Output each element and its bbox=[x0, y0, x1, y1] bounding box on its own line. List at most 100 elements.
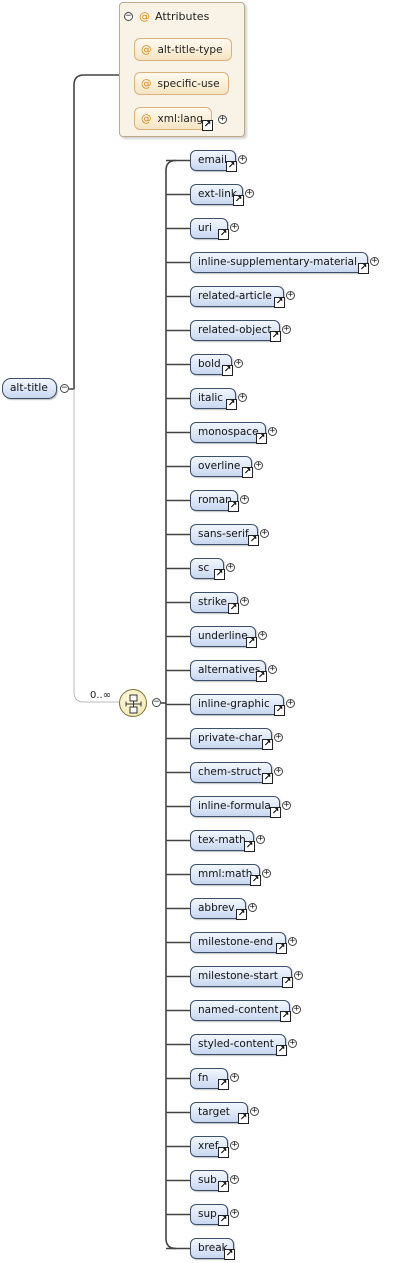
expand-icon[interactable]: + bbox=[254, 460, 263, 470]
element-related-object[interactable]: related-object↗ bbox=[190, 320, 281, 342]
element-sans-serif[interactable]: sans-serif↗ bbox=[190, 524, 259, 546]
expand-icon[interactable]: + bbox=[238, 154, 247, 164]
expand-icon[interactable]: + bbox=[250, 1106, 259, 1116]
element-sub[interactable]: sub↗ bbox=[190, 1170, 229, 1192]
reference-arrow-icon: ↗ bbox=[280, 1011, 291, 1022]
element-mml-math[interactable]: mml:math↗ bbox=[190, 864, 261, 886]
expand-icon[interactable]: + bbox=[282, 324, 291, 334]
reference-arrow-icon: ↗ bbox=[250, 875, 261, 886]
element-bold[interactable]: bold↗ bbox=[190, 354, 233, 376]
element-ext-link[interactable]: ext-link↗ bbox=[190, 184, 244, 206]
element-italic[interactable]: italic↗ bbox=[190, 388, 237, 410]
expand-icon[interactable]: + bbox=[238, 392, 247, 402]
expand-icon[interactable]: + bbox=[274, 732, 283, 742]
element-related-article[interactable]: related-article↗ bbox=[190, 286, 285, 308]
expand-icon[interactable]: + bbox=[240, 596, 249, 606]
element-underline[interactable]: underline↗ bbox=[190, 626, 257, 648]
root-collapse-icon[interactable]: − bbox=[60, 383, 69, 393]
expand-icon[interactable]: + bbox=[274, 766, 283, 776]
expand-icon[interactable]: + bbox=[230, 1208, 239, 1218]
reference-arrow-icon: ↗ bbox=[238, 1113, 249, 1124]
element-chem-struct[interactable]: chem-struct↗ bbox=[190, 762, 273, 784]
expand-icon[interactable]: + bbox=[258, 630, 267, 640]
root-to-attributes-line bbox=[69, 74, 119, 390]
element-inline-supplementary-material[interactable]: inline-supplementary-material↗ bbox=[190, 252, 369, 274]
expand-icon[interactable]: + bbox=[218, 114, 227, 124]
reference-arrow-icon: ↗ bbox=[274, 297, 285, 308]
expand-icon[interactable]: + bbox=[230, 1140, 239, 1150]
expand-icon[interactable]: + bbox=[256, 834, 265, 844]
reference-arrow-icon: ↗ bbox=[233, 195, 244, 206]
expand-icon[interactable]: + bbox=[286, 290, 295, 300]
reference-arrow-icon: ↗ bbox=[270, 807, 281, 818]
reference-arrow-icon: ↗ bbox=[222, 365, 233, 376]
expand-icon[interactable]: + bbox=[245, 188, 254, 198]
expand-icon[interactable]: + bbox=[234, 358, 243, 368]
expand-icon[interactable]: + bbox=[288, 1038, 297, 1048]
reference-arrow-icon: ↗ bbox=[242, 467, 253, 478]
reference-arrow-icon: ↗ bbox=[256, 433, 267, 444]
element-roman[interactable]: roman↗ bbox=[190, 490, 239, 512]
element-milestone-end[interactable]: milestone-end↗ bbox=[190, 932, 287, 954]
expand-icon[interactable]: + bbox=[230, 222, 239, 232]
element-label: inline-supplementary-material bbox=[198, 256, 357, 269]
element-xref[interactable]: xref↗ bbox=[190, 1136, 229, 1158]
element-named-content[interactable]: named-content↗ bbox=[190, 1000, 291, 1022]
element-fn[interactable]: fn↗ bbox=[190, 1068, 229, 1090]
expand-icon[interactable]: + bbox=[282, 800, 291, 810]
element-label: related-object bbox=[198, 324, 272, 337]
element-abbrev[interactable]: abbrev↗ bbox=[190, 898, 247, 920]
element-label: styled-content bbox=[198, 1038, 274, 1051]
element-inline-graphic[interactable]: inline-graphic↗ bbox=[190, 694, 285, 716]
element-monospace[interactable]: monospace↗ bbox=[190, 422, 267, 444]
reference-arrow-icon: ↗ bbox=[218, 1147, 229, 1158]
element-label: abbrev bbox=[198, 902, 235, 915]
expand-icon[interactable]: + bbox=[262, 868, 271, 878]
attribute-specific-use[interactable]: @ specific-use bbox=[134, 72, 229, 95]
element-break[interactable]: break↗ bbox=[190, 1238, 235, 1260]
element-milestone-start[interactable]: milestone-start↗ bbox=[190, 966, 293, 988]
expand-icon[interactable]: + bbox=[260, 528, 269, 538]
expand-icon[interactable]: + bbox=[288, 936, 297, 946]
element-label: underline bbox=[198, 630, 248, 643]
element-alternatives[interactable]: alternatives↗ bbox=[190, 660, 267, 682]
choice-compositor[interactable] bbox=[119, 689, 147, 717]
choice-compositor-icon bbox=[125, 694, 142, 714]
choice-collapse-icon[interactable]: − bbox=[152, 697, 161, 707]
attribute-xml-lang[interactable]: @ xml:lang ↗ bbox=[134, 107, 214, 131]
element-sc[interactable]: sc↗ bbox=[190, 558, 225, 580]
expand-icon[interactable]: + bbox=[230, 1174, 239, 1184]
attributes-collapse-icon[interactable]: − bbox=[124, 10, 133, 21]
element-inline-formula[interactable]: inline-formula↗ bbox=[190, 796, 281, 818]
attribute-at-icon: @ bbox=[141, 77, 152, 90]
attributes-title: Attributes bbox=[155, 9, 210, 23]
expand-icon[interactable]: + bbox=[230, 1072, 239, 1082]
element-sup[interactable]: sup↗ bbox=[190, 1204, 229, 1226]
element-target[interactable]: target↗ bbox=[190, 1102, 249, 1124]
attribute-label: xml:lang bbox=[157, 112, 204, 125]
expand-icon[interactable]: + bbox=[292, 1004, 301, 1014]
element-label: sub bbox=[198, 1174, 217, 1187]
expand-icon[interactable]: + bbox=[294, 970, 303, 980]
expand-icon[interactable]: + bbox=[226, 562, 235, 572]
element-overline[interactable]: overline↗ bbox=[190, 456, 253, 478]
attribute-alt-title-type[interactable]: @ alt-title-type bbox=[134, 38, 232, 61]
element-email[interactable]: email↗ bbox=[190, 150, 237, 172]
root-to-choice-line bbox=[73, 389, 119, 703]
element-uri[interactable]: uri↗ bbox=[190, 218, 229, 240]
expand-icon[interactable]: + bbox=[248, 902, 257, 912]
root-element-alt-title[interactable]: alt-title bbox=[2, 378, 57, 399]
element-strike[interactable]: strike↗ bbox=[190, 592, 239, 614]
expand-icon[interactable]: + bbox=[370, 256, 379, 266]
expand-icon[interactable]: + bbox=[286, 698, 295, 708]
reference-arrow-icon: ↗ bbox=[256, 671, 267, 682]
element-styled-content[interactable]: styled-content↗ bbox=[190, 1034, 287, 1056]
expand-icon[interactable]: + bbox=[240, 494, 249, 504]
element-label: overline bbox=[198, 460, 241, 473]
element-tex-math[interactable]: tex-math↗ bbox=[190, 830, 255, 852]
reference-arrow-icon: ↗ bbox=[248, 535, 259, 546]
element-private-char[interactable]: private-char↗ bbox=[190, 728, 273, 750]
expand-icon[interactable]: + bbox=[268, 664, 277, 674]
reference-arrow-icon: ↗ bbox=[214, 569, 225, 580]
expand-icon[interactable]: + bbox=[268, 426, 277, 436]
